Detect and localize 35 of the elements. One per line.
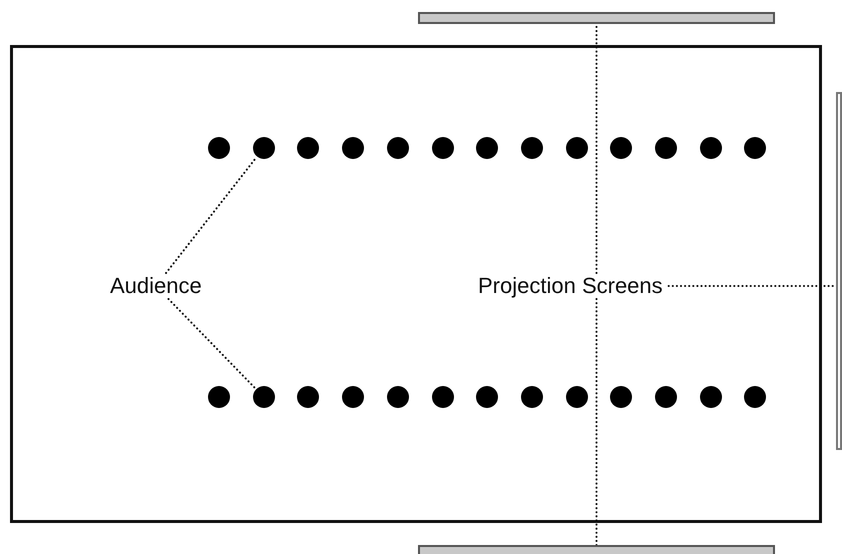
- seat-dot: [208, 386, 230, 408]
- screens-label: Projection Screens: [478, 273, 663, 299]
- leader-line: [165, 157, 257, 274]
- seat-dot: [566, 386, 588, 408]
- seat-dot: [342, 386, 364, 408]
- seat-dot: [744, 137, 766, 159]
- leader-line: [596, 23, 598, 274]
- seat-dot: [432, 386, 454, 408]
- seat-dot: [252, 386, 275, 408]
- seat-dot: [386, 386, 409, 408]
- seat-dot: [566, 137, 588, 159]
- seat-dot: [655, 137, 677, 159]
- seat-dot: [610, 386, 632, 408]
- seat-dot: [700, 137, 722, 159]
- audience-label: Audience: [110, 273, 202, 299]
- seat-dot: [744, 386, 766, 408]
- seat-dot: [520, 137, 543, 159]
- seat-dot: [297, 386, 320, 408]
- seat-dot: [432, 137, 454, 159]
- seat-dot: [208, 137, 230, 159]
- seat-dot: [476, 386, 498, 408]
- room-outline: [10, 45, 822, 523]
- seat-dot: [655, 386, 677, 408]
- projection-screen: [836, 92, 842, 450]
- seat-dot: [342, 137, 364, 159]
- seat-dot: [700, 386, 722, 408]
- seat-dot: [520, 386, 543, 408]
- leader-line: [596, 298, 598, 546]
- seat-dot: [610, 137, 632, 159]
- seat-dot: [297, 137, 320, 159]
- leader-line: [168, 298, 256, 389]
- seat-dot: [476, 137, 498, 159]
- seat-dot: [386, 137, 409, 159]
- projection-screen: [418, 12, 775, 24]
- seat-dot: [252, 137, 275, 159]
